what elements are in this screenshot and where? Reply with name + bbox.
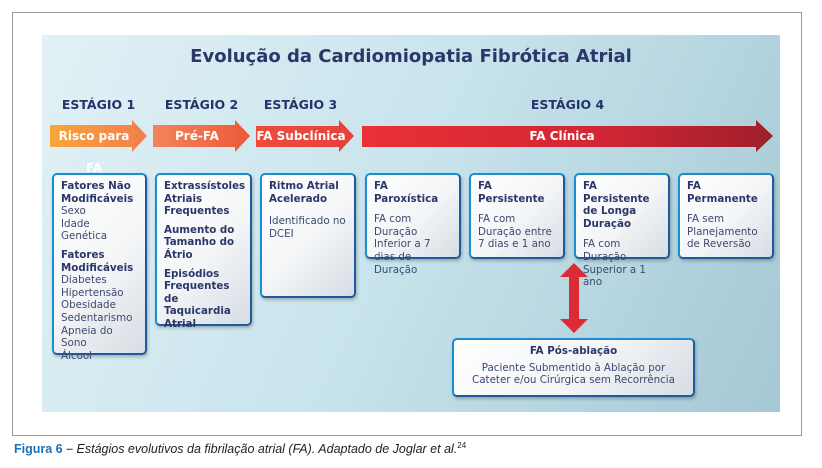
stage-1-arrow: Risco para FA (50, 120, 147, 175)
list-item: Álcool (61, 349, 93, 362)
box-text: Identificado no DCEI (269, 215, 346, 240)
caption-reference: 24 (457, 441, 467, 450)
arrow-right-icon (256, 120, 354, 152)
double-arrow-icon (560, 263, 588, 333)
heading-non-modifiable: Fatores Não Modificáveis (61, 180, 134, 205)
list-item: Extrassístoles Atriais Frequentes (164, 180, 246, 218)
box-text: Paciente Submentido à Ablação por Catete… (472, 361, 675, 387)
stage-2-box: Extrassístoles Atriais Frequentes Aument… (155, 173, 252, 330)
list-item: Apneia do Sono (61, 324, 113, 350)
box-text: FA com Duração entre 7 dias e 1 ano (478, 213, 552, 251)
arrow-right-icon (362, 120, 773, 152)
box-title: FA Paroxística (374, 180, 439, 205)
stage-4-box-paroxistica: FA Paroxística FA com Duração Inferior a… (365, 173, 461, 276)
stage-4-arrow: FA Clínica (362, 120, 773, 152)
stage-3-arrow: FA Subclínica (256, 120, 354, 152)
box-text: FA sem Planejamento de Reversão (687, 213, 758, 251)
list-item: Sedentarismo (61, 311, 133, 324)
stage-1-arrow-label: Risco para FA (58, 129, 130, 175)
arrow-right-icon (50, 120, 147, 152)
caption-text: Estágios evolutivos da fibrilação atrial… (73, 442, 458, 457)
stage-3-label: ESTÁGIO 3 (263, 97, 338, 112)
list-item: Obesidade (61, 299, 116, 312)
heading-modifiable: Fatores Modificáveis (61, 248, 134, 274)
stage-4-box-longa-duracao: FA Persistente de Longa Duração FA com D… (574, 173, 670, 288)
stage-3-arrow-label: FA Subclínica (256, 129, 346, 143)
stage-4-arrow-label: FA Clínica (529, 129, 595, 143)
box-title: FA Persistente (478, 180, 545, 205)
stage-2-arrow: Pré-FA (153, 120, 250, 152)
box-text: FA com Duração Superior a 1 ano (583, 238, 646, 289)
caption-figure-label: Figura 6 – (14, 442, 74, 457)
stage-4-box-persistente: FA Persistente FA com Duração entre 7 di… (469, 173, 565, 259)
list-item: Hipertensão (61, 286, 124, 299)
list-item: Diabetes (61, 274, 107, 287)
box-title: FA Pós-ablação (529, 345, 618, 357)
box-title: FA Persistente de Longa Duração (583, 180, 650, 230)
stage-1-box: Fatores Não Modificáveis Sexo Idade Gené… (52, 173, 147, 362)
stage-1-label: ESTÁGIO 1 (61, 97, 136, 112)
arrow-right-icon (153, 120, 250, 152)
box-title: FA Permanente (687, 180, 758, 205)
list-item: Aumento do Tamanho do Átrio (164, 223, 235, 261)
diagram-title: Evolução da Cardiomiopatia Fibrótica Atr… (190, 46, 632, 67)
stage-4-label: ESTÁGIO 4 (530, 97, 605, 112)
list-item: Genética (61, 230, 108, 243)
post-ablation-box: FA Pós-ablação Paciente Submentido à Abl… (452, 338, 695, 397)
box-title: Ritmo Atrial Acelerado (269, 180, 339, 205)
stage-2-label: ESTÁGIO 2 (164, 97, 239, 112)
stage-3-box: Ritmo Atrial Acelerado Identificado no D… (260, 173, 356, 298)
stage-2-arrow-label: Pré-FA (175, 129, 219, 143)
list-item: Idade (61, 217, 90, 230)
figure-caption: Figura 6 – Estágios evolutivos da fibril… (14, 441, 466, 456)
figure-frame (12, 12, 802, 436)
stage-4-box-permanente: FA Permanente FA sem Planejamento de Rev… (678, 173, 774, 259)
box-text: FA com Duração Inferior a 7 dias de Dura… (374, 213, 431, 276)
list-item: Episódios Frequentes de Taquicardia Atri… (164, 267, 231, 330)
list-item: Sexo (61, 205, 86, 218)
